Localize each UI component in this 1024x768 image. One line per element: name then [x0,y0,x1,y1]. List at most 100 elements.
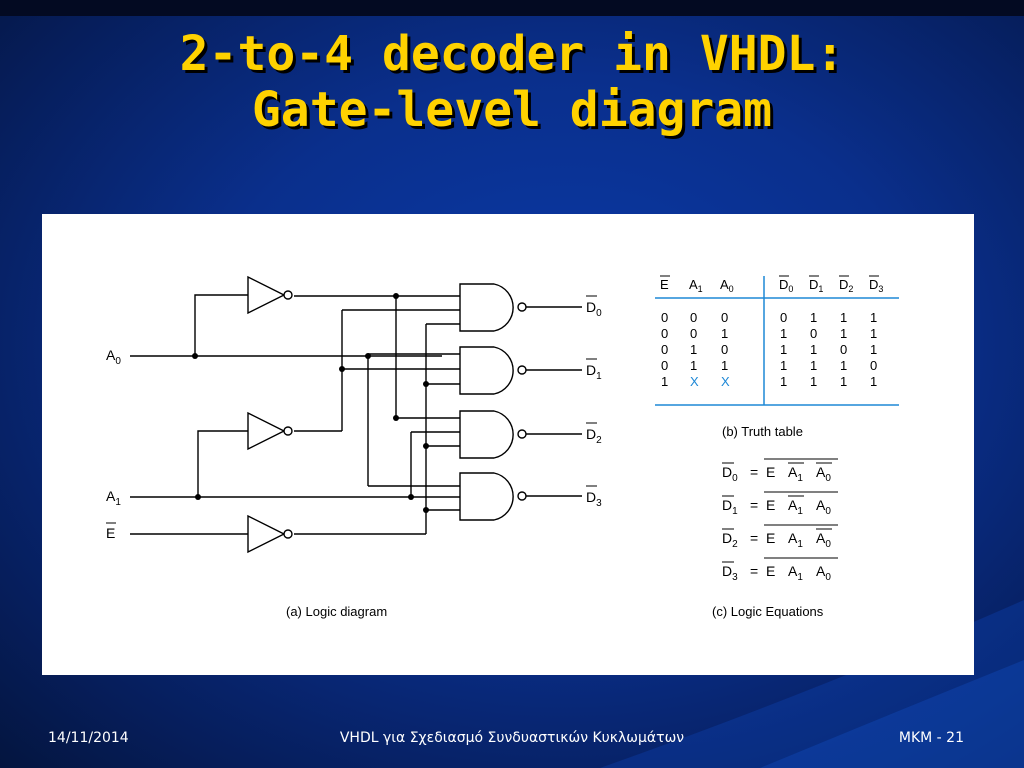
equation-term: D3 [722,563,738,583]
equation-term: D0 [722,464,738,484]
table-row: 0 0 0 0 1 1 1 [661,310,877,325]
equation-term: A1 [788,563,803,583]
table-cell: 1 [661,374,668,389]
junction-dot [423,507,429,513]
table-row: 1 X X 1 1 1 1 [661,374,877,389]
footer-page-number: MKM - 21 [898,730,964,746]
table-header-cell: D3 [869,277,883,294]
equation: D1 = E A1 A0 [722,491,838,517]
footer-date: 14/11/2014 [48,730,129,746]
equation-term: A0 [816,563,831,583]
equation-term: A0 [816,497,831,517]
table-header-cell: E [660,277,669,292]
junction-dot [192,353,198,359]
table-header-cell: D0 [779,277,793,294]
nand-gate-d0 [459,283,514,332]
table-cell: 1 [870,374,877,389]
table-cell: 0 [780,310,787,325]
junction-dot [195,494,201,500]
input-label-e: E [106,525,115,541]
slide-title-line-1: 2-to-4 decoder in VHDL: [179,26,845,82]
table-cell: 1 [690,358,697,373]
table-cell: 0 [690,326,697,341]
nand-gate-d1 [459,346,514,395]
nand-gates [459,283,527,521]
table-cell: X [721,374,730,389]
equation-term: D1 [722,497,738,517]
table-cell: 0 [721,310,728,325]
table-cell: 1 [840,310,847,325]
table-cell: 1 [870,310,877,325]
table-cell: 1 [840,326,847,341]
table-header-cell: A0 [720,277,734,294]
junction-dot [423,443,429,449]
equation-term: A1 [788,530,803,550]
top-band [0,0,1024,16]
inverter-a0 [247,275,286,315]
junctions [192,293,429,513]
output-label-d1: D1 [586,362,602,382]
table-cell: 0 [690,310,697,325]
equation-term: A1 [788,464,803,484]
junction-dot [393,415,399,421]
junction-dot [423,381,429,387]
wire-a1-to-inverter [197,430,248,497]
nand-gate-d3 [459,472,514,521]
input-label-a1: A1 [106,488,121,508]
inverters [247,275,293,554]
junction-dot [365,353,371,359]
caption-truth-table: (b) Truth table [722,424,803,439]
table-cell: 1 [780,358,787,373]
table-cell: 0 [840,342,847,357]
table-cell: 0 [661,358,668,373]
output-label-d2: D2 [586,426,602,446]
table-cell: 1 [870,326,877,341]
table-cell: 1 [840,358,847,373]
equation-term: A1 [788,497,803,517]
table-cell: 1 [780,342,787,357]
equation-term: E [766,464,775,480]
equation-term: D2 [722,530,738,550]
table-cell: 0 [661,310,668,325]
equation-term: E [766,563,775,579]
table-cell: 0 [661,326,668,341]
inverter-bubble [283,426,293,436]
equation: D0 = E A1 A0 [722,458,838,484]
nand-bubble [517,365,527,375]
caption-logic-equations: (c) Logic Equations [712,604,824,619]
table-cell: 1 [721,326,728,341]
table-cell: X [690,374,699,389]
junction-dot [339,366,345,372]
nand-bubble [517,302,527,312]
table-cell: 1 [780,374,787,389]
equation-term: A0 [816,464,831,484]
output-label-d3: D3 [586,489,602,509]
equation-term: = [750,497,758,513]
table-cell: 0 [721,342,728,357]
table-cell: 0 [810,326,817,341]
inverter-e [247,514,286,554]
equation-term: = [750,464,758,480]
table-cell: 1 [840,374,847,389]
table-cell: 1 [810,358,817,373]
table-cell: 1 [810,374,817,389]
table-header-cell: D2 [839,277,853,294]
logic-diagram [130,294,582,535]
equation-term: E [766,497,775,513]
equation-term: A0 [816,530,831,550]
slide-title-line-2: Gate-level diagram [251,82,773,138]
table-cell: 1 [721,358,728,373]
table-cell: 1 [810,342,817,357]
input-label-a0: A0 [106,347,121,367]
table-cell: 1 [810,310,817,325]
